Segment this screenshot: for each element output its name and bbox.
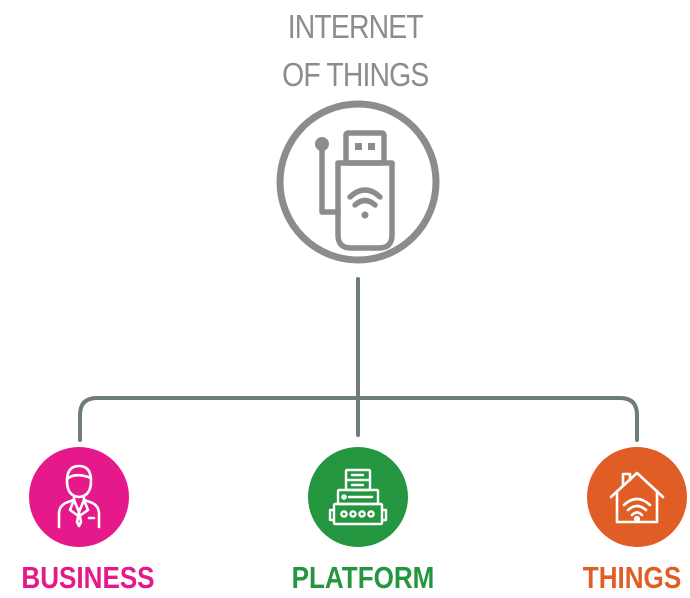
branch-bus xyxy=(78,396,639,442)
hub xyxy=(276,100,440,264)
server-rack-icon xyxy=(328,468,388,526)
node-platform-label: PLATFORM xyxy=(291,560,435,595)
cable-dot xyxy=(315,137,329,151)
title-line-1: INTERNET xyxy=(287,8,424,45)
smart-home-wifi-icon xyxy=(609,471,665,524)
connector-lines xyxy=(78,277,639,442)
node-things-label: THINGS xyxy=(582,560,682,595)
node-business xyxy=(29,447,129,547)
node-platform xyxy=(308,447,408,547)
hub-ring xyxy=(276,100,440,264)
node-business-label: BUSINESS xyxy=(21,560,155,595)
businessman-icon xyxy=(57,464,101,529)
node-things xyxy=(587,447,687,547)
node-things-circle xyxy=(587,447,687,547)
title-line-2: OF THINGS xyxy=(282,56,429,93)
usb-wifi-dongle-icon xyxy=(319,130,395,251)
